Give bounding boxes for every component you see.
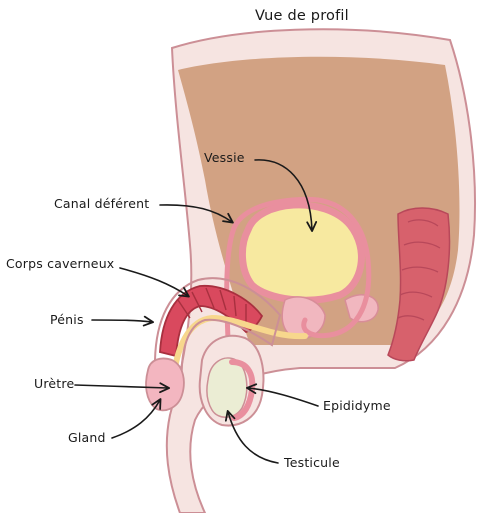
label-vessie: Vessie bbox=[204, 150, 245, 165]
label-epididyme: Epididyme bbox=[323, 398, 391, 413]
label-uretre: Urètre bbox=[34, 376, 74, 391]
label-testicule: Testicule bbox=[283, 455, 340, 470]
testicle bbox=[207, 358, 247, 417]
label-canal-deferent: Canal déférent bbox=[54, 196, 149, 211]
glans bbox=[146, 358, 184, 410]
leader-penis bbox=[92, 320, 152, 322]
label-penis: Pénis bbox=[50, 312, 84, 327]
label-gland: Gland bbox=[68, 430, 106, 445]
label-corps-caverneux: Corps caverneux bbox=[6, 256, 114, 271]
bladder bbox=[242, 205, 361, 300]
diagram-title: Vue de profil bbox=[255, 8, 349, 24]
